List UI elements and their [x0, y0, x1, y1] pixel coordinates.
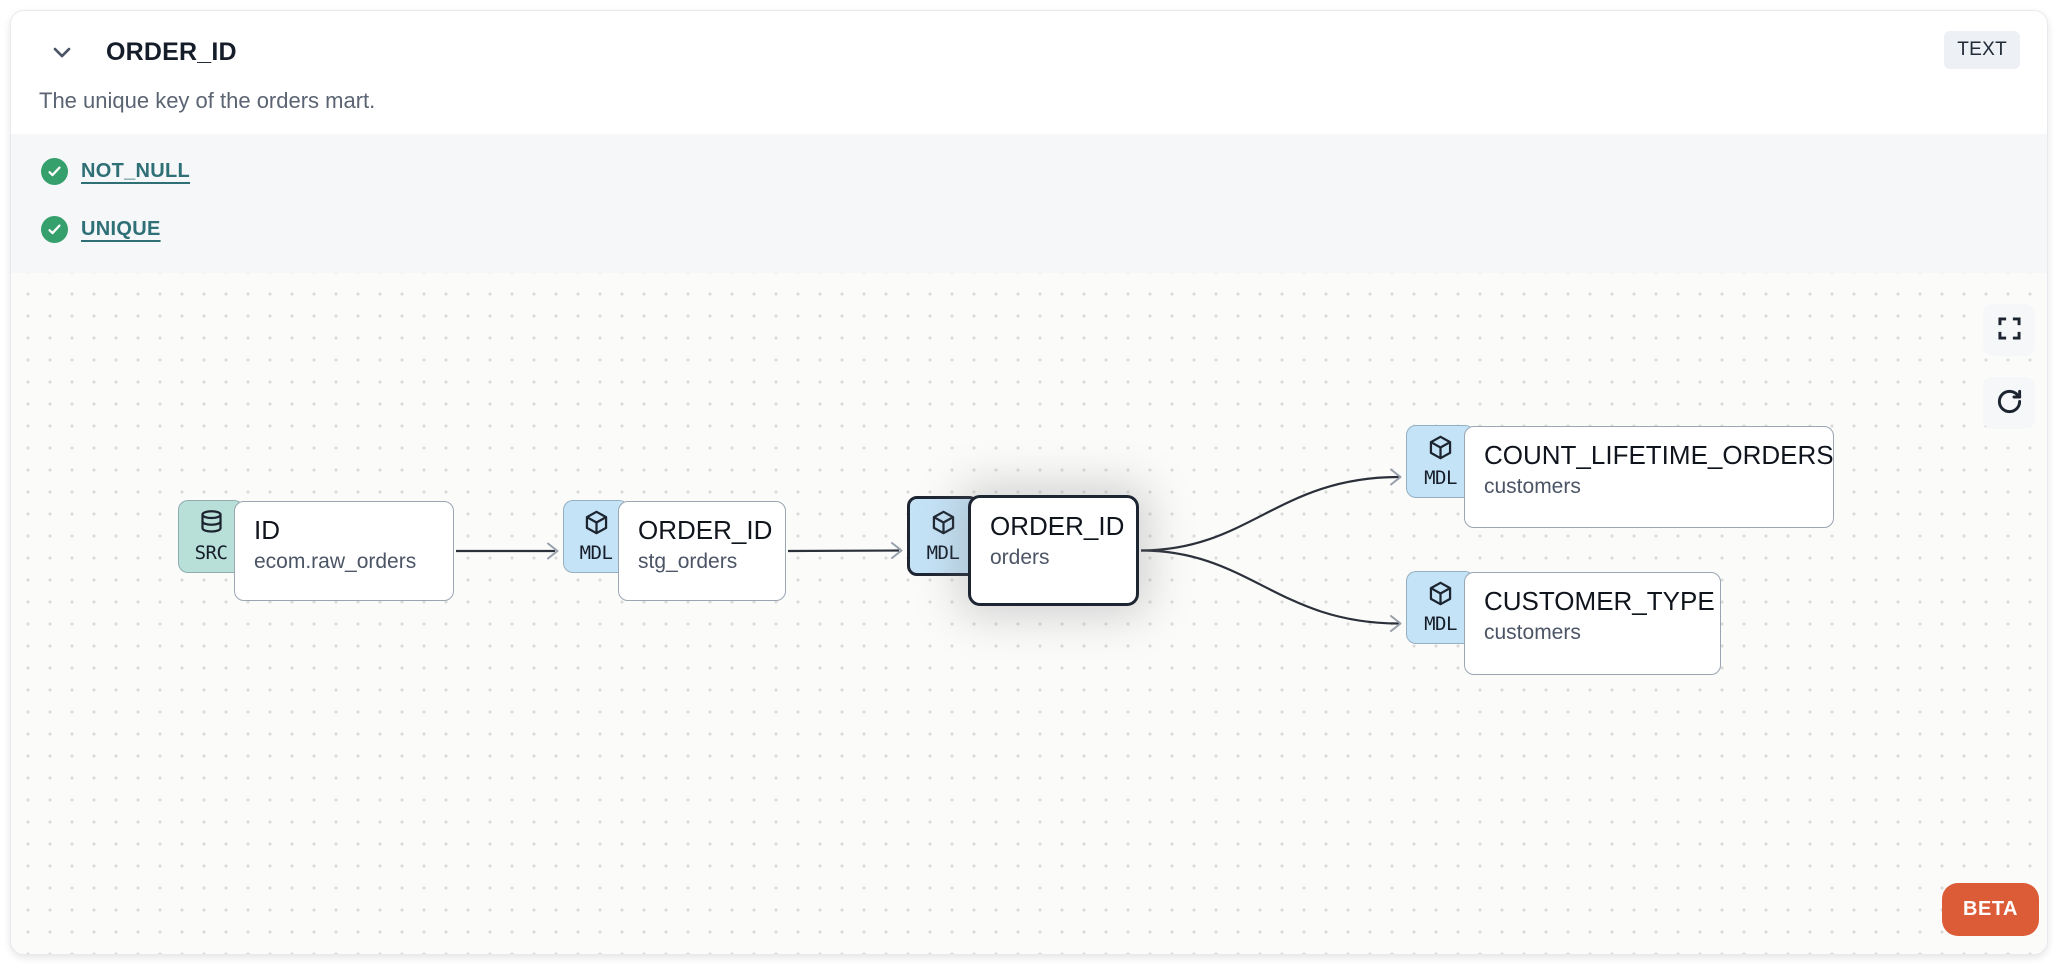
fullscreen-button[interactable]: [1983, 304, 2035, 356]
node-kind-label: MDL: [1424, 613, 1457, 635]
edge-arrowhead-icon: [891, 542, 903, 559]
maximize-icon: [1996, 315, 2023, 345]
node-kind-badge: MDL: [1406, 571, 1475, 644]
column-type-badge: TEXT: [1944, 31, 2020, 69]
node-kind-badge: MDL: [1406, 425, 1475, 498]
node-subtitle: orders: [990, 546, 1050, 570]
check-circle-icon: [41, 216, 68, 243]
node-kind-label: MDL: [1424, 467, 1457, 489]
column-title: ORDER_ID: [106, 37, 237, 66]
test-row: NOT_NULL: [41, 158, 2047, 185]
node-box[interactable]: ID ecom.raw_orders: [234, 501, 454, 601]
node-title: ID: [254, 515, 280, 545]
lineage-edges: [456, 468, 1402, 632]
lineage-edge: [787, 549, 900, 553]
node-box[interactable]: CUSTOMER_TYPE customers: [1464, 572, 1721, 675]
node-title: CUSTOMER_TYPE: [1484, 586, 1715, 616]
cube-icon: [1427, 434, 1454, 466]
node-kind-label: MDL: [579, 542, 613, 564]
lineage-edge: [1140, 475, 1400, 552]
title-row: ORDER_ID: [39, 37, 2017, 67]
cube-icon: [1427, 580, 1454, 612]
refresh-button[interactable]: [1983, 377, 2035, 429]
node-subtitle: ecom.raw_orders: [254, 550, 417, 574]
lineage-edge: [1140, 549, 1400, 625]
database-icon: [198, 509, 225, 541]
node-subtitle: customers: [1484, 475, 1581, 499]
test-link-not-null[interactable]: NOT_NULL: [81, 160, 191, 182]
node-subtitle: customers: [1484, 621, 1581, 645]
cube-icon: [930, 509, 957, 541]
tests-section: NOT_NULL UNIQUE: [11, 134, 2047, 273]
node-title: ORDER_ID: [990, 511, 1125, 541]
check-circle-icon: [41, 158, 68, 185]
node-kind-label: MDL: [926, 541, 960, 564]
node-title: ORDER_ID: [638, 515, 773, 545]
node-subtitle: stg_orders: [638, 550, 738, 574]
canvas-controls: [1983, 304, 2035, 429]
column-description: The unique key of the orders mart.: [39, 88, 376, 113]
edge-arrowhead-icon: [547, 542, 559, 560]
node-kind-label: SRC: [194, 542, 228, 564]
column-details-card: ORDER_ID TEXT The unique key of the orde…: [10, 10, 2048, 955]
header: ORDER_ID TEXT The unique key of the orde…: [11, 11, 2047, 134]
node-box[interactable]: ORDER_ID stg_orders: [618, 501, 786, 601]
test-link-unique[interactable]: UNIQUE: [81, 218, 161, 240]
beta-badge[interactable]: BETA: [1942, 883, 2039, 936]
node-box[interactable]: COUNT_LIFETIME_ORDERS customers: [1464, 426, 1834, 528]
edge-arrowhead-icon: [1390, 615, 1402, 632]
test-row: UNIQUE: [41, 216, 2047, 243]
edge-arrowhead-icon: [1390, 468, 1402, 486]
chevron-down-icon[interactable]: [47, 37, 77, 67]
rotate-cw-icon: [1996, 388, 2023, 418]
node-kind-badge: SRC: [178, 500, 244, 573]
cube-icon: [583, 509, 610, 541]
node-title: COUNT_LIFETIME_ORDERS: [1484, 440, 1834, 470]
